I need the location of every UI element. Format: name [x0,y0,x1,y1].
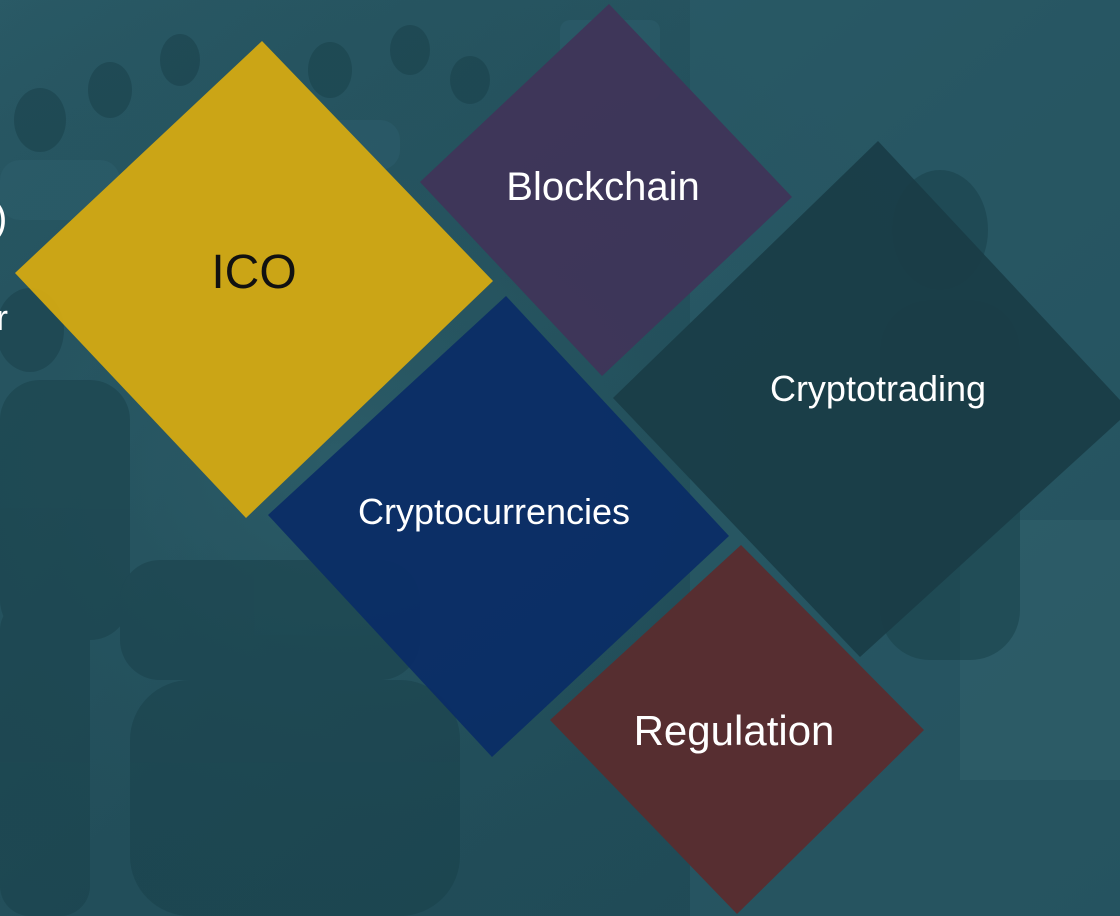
edge-text-fragment-1: ) [0,198,7,238]
cryptotrading-diamond[interactable] [613,141,1120,657]
blockchain-diamond[interactable] [420,4,792,376]
cryptocurrencies-diamond[interactable] [268,296,729,757]
cryptocurrencies-label: Cryptocurrencies [357,491,631,532]
blockchain-label: Blockchain [506,165,700,209]
ico-label: ICO [211,246,297,299]
ico-diamond[interactable] [15,41,493,518]
cryptotrading-label: Cryptotrading [769,368,987,409]
regulation-label: Regulation [633,707,835,754]
edge-text-fragment-2: r [0,297,8,338]
regulation-diamond[interactable] [550,545,924,914]
